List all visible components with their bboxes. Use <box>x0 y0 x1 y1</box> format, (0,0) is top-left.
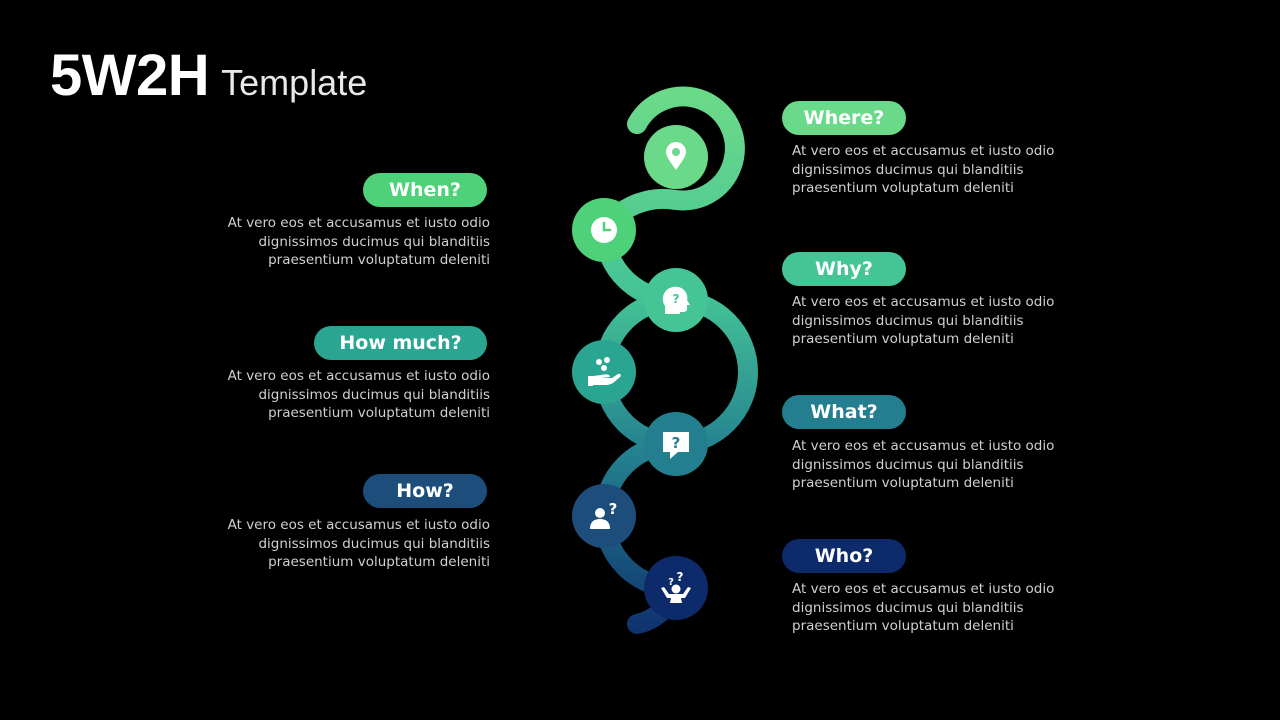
description-line: praesentium voluptatum deleniti <box>268 252 490 268</box>
label-who: Who? <box>782 539 906 573</box>
description-line: At vero eos et accusamus et iusto odio <box>227 368 490 384</box>
label-how: How? <box>363 474 487 508</box>
title-sub: Template <box>221 62 368 103</box>
label-where: Where? <box>782 101 906 135</box>
description-line: dignissimos ducimus qui blanditiis <box>792 161 1024 178</box>
description-line: At vero eos et accusamus et iusto odio <box>792 294 1055 310</box>
label-what: What? <box>782 395 906 429</box>
description-line: dignissimos ducimus qui blanditiis <box>792 599 1024 616</box>
description-line: At vero eos et accusamus et iusto odio <box>227 215 490 231</box>
description-what: At vero eos et accusamus et iusto odio di… <box>792 437 1092 493</box>
person-question-icon: ? <box>590 500 617 529</box>
description-line: praesentium voluptatum deleniti <box>792 180 1014 196</box>
description-who: At vero eos et accusamus et iusto odio di… <box>792 580 1092 636</box>
svg-text:?: ? <box>668 577 674 588</box>
description-when: At vero eos et accusamus et iusto odio di… <box>190 214 490 270</box>
label-when: When? <box>363 173 487 207</box>
description-why: At vero eos et accusamus et iusto odio di… <box>792 293 1092 349</box>
description-line: dignissimos ducimus qui blanditiis <box>792 312 1024 329</box>
speech-bubble-question-icon: ? <box>663 432 689 459</box>
description-line: At vero eos et accusamus et iusto odio <box>792 438 1055 454</box>
description-line: At vero eos et accusamus et iusto odio <box>792 143 1055 159</box>
page-title: 5W2H Template <box>50 42 367 109</box>
description-line: praesentium voluptatum deleniti <box>268 554 490 570</box>
svg-text:?: ? <box>672 434 681 452</box>
svg-text:?: ? <box>677 570 684 584</box>
label-why: Why? <box>782 252 906 286</box>
description-line: praesentium voluptatum deleniti <box>792 475 1014 491</box>
description-line: At vero eos et accusamus et iusto odio <box>227 517 490 533</box>
shrugging-person-question-icon: ?? <box>661 570 691 603</box>
description-how-much: At vero eos et accusamus et iusto odio di… <box>190 367 490 423</box>
label-how-much: How much? <box>314 326 487 360</box>
title-main: 5W2H <box>50 43 210 108</box>
description-line: At vero eos et accusamus et iusto odio <box>792 581 1055 597</box>
description-line: praesentium voluptatum deleniti <box>268 405 490 421</box>
svg-text:?: ? <box>609 500 618 518</box>
svg-text:?: ? <box>673 292 680 306</box>
clock-icon <box>591 217 617 243</box>
head-question-icon: ? <box>662 286 690 314</box>
description-line: dignissimos ducimus qui blanditiis <box>792 456 1024 473</box>
description-line: praesentium voluptatum deleniti <box>792 618 1014 634</box>
description-line: praesentium voluptatum deleniti <box>792 331 1014 347</box>
node-how-much <box>572 340 636 404</box>
location-pin-icon <box>666 142 686 170</box>
description-how: At vero eos et accusamus et iusto odio di… <box>190 516 490 572</box>
hand-coins-icon <box>588 357 621 386</box>
description-line: dignissimos ducimus qui blanditiis <box>258 386 490 403</box>
description-line: dignissimos ducimus qui blanditiis <box>258 535 490 552</box>
description-line: dignissimos ducimus qui blanditiis <box>258 233 490 250</box>
description-where: At vero eos et accusamus et iusto odio di… <box>792 142 1092 198</box>
